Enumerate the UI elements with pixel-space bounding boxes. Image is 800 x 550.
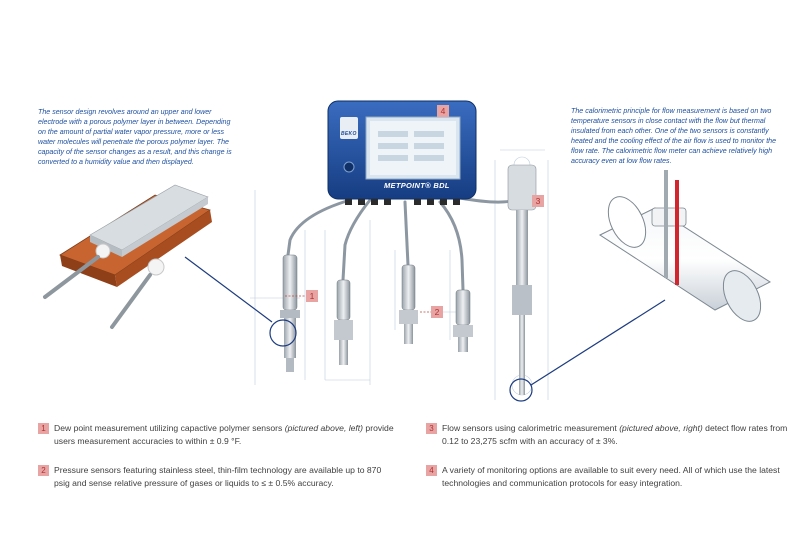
flow-sensor — [507, 164, 537, 395]
pressure-sensor-middle — [399, 264, 418, 344]
sensor-system-diagram — [43, 100, 772, 402]
item-number-badge: 3 — [426, 423, 437, 434]
item-number-badge: 1 — [38, 423, 49, 434]
dew-point-description: The sensor design revolves around an upp… — [38, 108, 232, 166]
sensor-cables — [286, 196, 517, 292]
flow-description: The calorimetric principle for flow meas… — [571, 107, 777, 165]
device-brand-label: METPOINT® BDL — [384, 181, 450, 190]
metpoint-device — [327, 100, 477, 205]
dew-point-sensor-closeup — [43, 184, 297, 347]
item-number-badge: 4 — [426, 465, 437, 476]
item-text: A variety of monitoring options are avai… — [442, 465, 780, 488]
item-text: Flow sensors using calorimetric measurem… — [442, 423, 788, 446]
diagram-label-3: 3 — [532, 195, 544, 207]
flow-pipe-closeup — [509, 170, 772, 402]
item-number-badge: 2 — [38, 465, 49, 476]
diagram-label-1: 1 — [306, 290, 318, 302]
item-text: Dew point measurement utilizing capactiv… — [54, 423, 394, 446]
pressure-sensor-left — [334, 279, 353, 365]
pressure-sensor-right — [453, 289, 473, 352]
beko-logo: BEKO — [341, 131, 357, 137]
diagram-label-2: 2 — [431, 306, 443, 318]
item-text: Pressure sensors featuring stainless ste… — [54, 465, 382, 488]
dew-point-sensor — [280, 254, 300, 372]
diagram-label-4: 4 — [437, 105, 449, 117]
blueprint-lines — [250, 149, 549, 400]
